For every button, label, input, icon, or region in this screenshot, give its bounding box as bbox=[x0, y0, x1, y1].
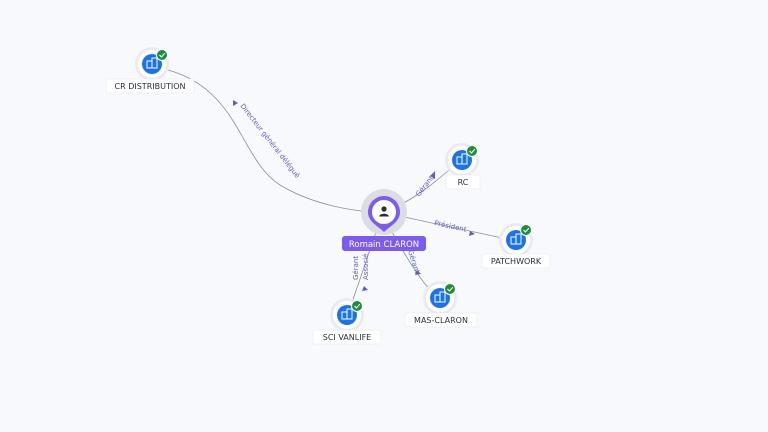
edge-label-rc: Gérant bbox=[414, 174, 435, 198]
edge-label-sci-vanlife-1: Gérant bbox=[352, 256, 360, 280]
company-label-sci-vanlife: SCI VANLIFE bbox=[323, 333, 371, 342]
verified-check-icon bbox=[157, 50, 167, 60]
edge-label-mas-claron: Gérant bbox=[406, 249, 421, 275]
company-label-patchwork: PATCHWORK bbox=[491, 257, 542, 266]
company-label-mas-claron: MAS-CLARON bbox=[414, 316, 468, 325]
arrow-sci-vanlife bbox=[362, 286, 368, 291]
building-glyph bbox=[456, 153, 468, 165]
person-icon bbox=[379, 206, 389, 217]
building-glyph bbox=[341, 308, 353, 320]
verified-check-icon bbox=[445, 284, 455, 294]
verified-check-icon bbox=[521, 225, 531, 235]
edge-label-cr-distribution: Directeur général délégué bbox=[238, 102, 301, 179]
company-node-patchwork[interactable]: PATCHWORK bbox=[481, 223, 551, 269]
company-node-rc[interactable]: RC bbox=[445, 143, 481, 190]
company-node-sci-vanlife[interactable]: SCI VANLIFE bbox=[312, 298, 382, 345]
company-label-rc: RC bbox=[458, 178, 469, 187]
edge-patchwork[interactable] bbox=[399, 215, 503, 239]
verified-check-icon bbox=[467, 146, 477, 156]
arrow-patchwork bbox=[469, 231, 475, 236]
edge-label-sci-vanlife-2: Associé bbox=[362, 254, 370, 280]
building-glyph bbox=[146, 57, 158, 69]
arrow-rc bbox=[430, 171, 435, 179]
building-glyph bbox=[510, 233, 522, 245]
building-glyph bbox=[434, 291, 446, 303]
edge-label-patchwork: Président bbox=[434, 219, 468, 234]
company-node-cr-distribution[interactable]: CR DISTRIBUTION bbox=[105, 47, 195, 94]
person-label: Romain CLARON bbox=[349, 240, 419, 250]
verified-check-icon bbox=[352, 301, 362, 311]
person-node[interactable]: Romain CLARON bbox=[342, 189, 426, 251]
arrow-cr-distribution bbox=[233, 100, 238, 106]
company-label-cr-distribution: CR DISTRIBUTION bbox=[115, 82, 186, 91]
company-node-mas-claron[interactable]: MAS-CLARON bbox=[404, 281, 478, 328]
edge-labels: Directeur général délégué Gérant Préside… bbox=[233, 100, 475, 291]
arrow-mas-claron bbox=[415, 270, 421, 275]
edge-cr-distribution[interactable] bbox=[167, 69, 373, 213]
